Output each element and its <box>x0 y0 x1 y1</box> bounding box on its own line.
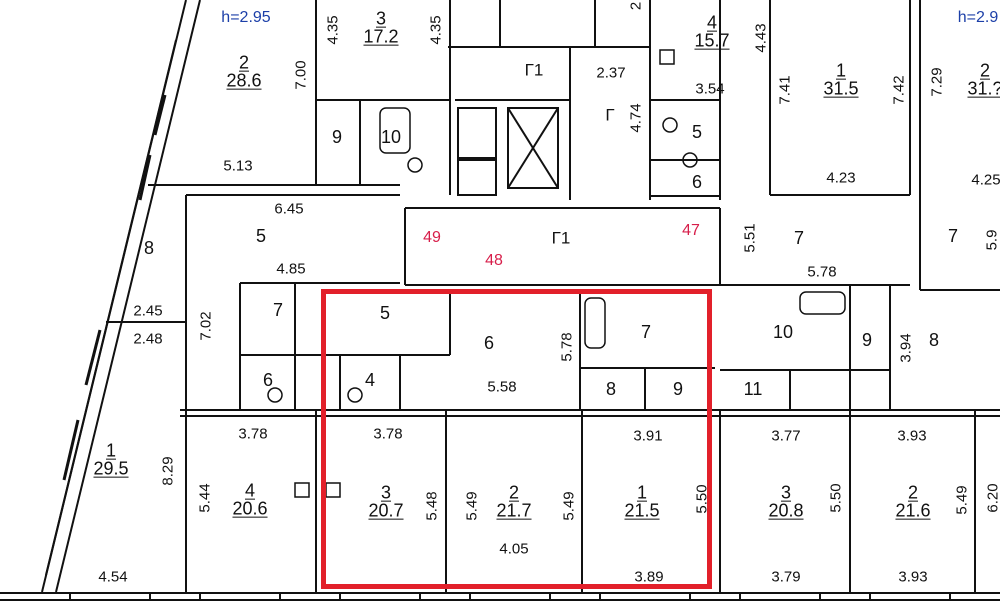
room-number: 8 <box>928 330 940 350</box>
dimension-label: 3.93 <box>897 427 927 445</box>
core-label-g: Г <box>605 105 615 125</box>
dimension-label: 5.58 <box>487 378 517 396</box>
dimension-label: 7.42 <box>890 75 908 105</box>
dimension-label: 4.54 <box>98 568 128 586</box>
room-number: 6 <box>483 333 495 353</box>
core-label-g1: Г1 <box>524 60 544 80</box>
corridor-label: Г1 <box>551 228 571 248</box>
room-number: 11 <box>743 379 763 399</box>
room-number: 9 <box>331 127 343 147</box>
dimension-label: 5.78 <box>558 332 576 362</box>
marker-48: 48 <box>485 252 503 269</box>
dimension-label: 5.44 <box>196 483 214 513</box>
dimension-label: 3.93 <box>898 568 928 586</box>
room-number: 8 <box>605 379 617 399</box>
dimension-label: 4.35 <box>324 15 342 45</box>
room-number: 6 <box>691 172 703 192</box>
dimension-label: 4.23 <box>826 169 856 187</box>
dimension-label: 4.85 <box>276 260 306 278</box>
dimension-label: 3.54 <box>695 80 725 98</box>
dimension-label: 5.78 <box>807 263 837 281</box>
marker-47: 47 <box>682 222 700 239</box>
room-number: 8 <box>143 238 155 258</box>
dimension-label: 5.13 <box>223 157 253 175</box>
dimension-label: 7.29 <box>928 67 946 97</box>
room-number: 5 <box>691 122 703 142</box>
dimension-label: 3.79 <box>771 568 801 586</box>
room-number: 6 <box>262 370 274 390</box>
room-number: 10 <box>772 322 794 342</box>
dimension-label: 5.51 <box>741 223 759 253</box>
dimension-label: 4.43 <box>752 23 770 53</box>
dimension-label: 8.29 <box>159 456 177 486</box>
dimension-label: 5.50 <box>827 483 845 513</box>
height-label-right: h=2.9 <box>957 9 999 26</box>
room-number: 9 <box>861 330 873 350</box>
dimension-label: 2.37 <box>596 64 626 82</box>
dimension-label: 5.49 <box>560 491 578 521</box>
dimension-label: 7.41 <box>776 75 794 105</box>
dimension-label: 4.74 <box>627 103 645 133</box>
dimension-label: 5.48 <box>423 491 441 521</box>
room-number: 7 <box>793 228 805 248</box>
dimension-label: 7.00 <box>292 60 310 90</box>
room-number: 9 <box>672 379 684 399</box>
dimension-label: 4.25 <box>971 171 1000 189</box>
dimension-label: 2.45 <box>133 302 163 320</box>
dimension-label: 2.48 <box>133 330 163 348</box>
dimension-label: 3.94 <box>897 333 915 363</box>
room-number: 7 <box>640 322 652 342</box>
dimension-label: 7.02 <box>197 311 215 341</box>
room-number: 5 <box>255 226 267 246</box>
room-number: 7 <box>947 226 959 246</box>
dimension-label: 5.9 <box>983 229 1000 251</box>
room-number: 10 <box>380 127 402 147</box>
dimension-label: 5.49 <box>953 485 971 515</box>
dimension-label: 6.20 <box>984 483 1000 513</box>
room-number: 7 <box>272 300 284 320</box>
dimension-label: 5.49 <box>463 491 481 521</box>
dimension-label: 2 <box>627 1 645 11</box>
dimension-label: 6.45 <box>274 200 304 218</box>
dimension-label: 3.78 <box>238 425 268 443</box>
marker-49: 49 <box>423 229 441 246</box>
dimension-label: 3.78 <box>373 425 403 443</box>
room-number: 4 <box>364 370 376 390</box>
dimension-label: 3.89 <box>634 568 664 586</box>
dimension-label: 4.35 <box>427 15 445 45</box>
room-number: 5 <box>379 303 391 323</box>
dimension-label: 3.91 <box>633 427 663 445</box>
dimension-label: 3.77 <box>771 427 801 445</box>
height-label-left: h=2.95 <box>221 9 271 26</box>
dimension-label: 4.05 <box>499 540 529 558</box>
dimension-label: 5.50 <box>693 484 711 514</box>
